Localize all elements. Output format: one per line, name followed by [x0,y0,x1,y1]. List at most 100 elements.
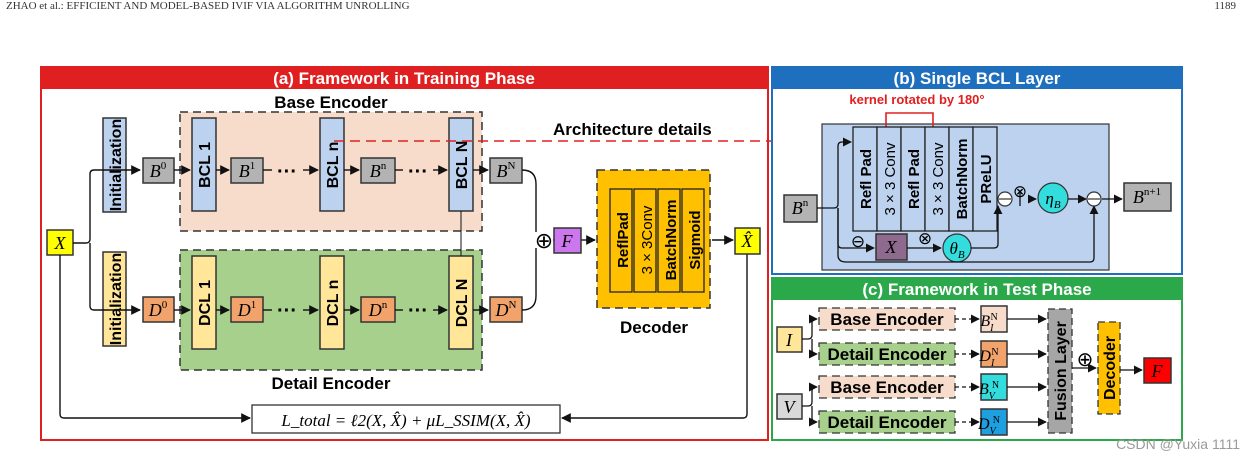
dcl-n-label: DCL n [325,280,342,327]
decoder-layer-1-label: ReflPad [615,212,632,268]
panel-a: (a) Framework in Training Phase Base Enc… [40,66,839,441]
dv-box [980,408,1008,436]
input-x-box [46,229,74,256]
watermark: CSDN @Yuxia 1111 [1116,436,1240,452]
eta-label: ηB [1045,189,1060,211]
dots-base-2: ··· [408,161,428,183]
f-label: F [561,231,574,251]
test-detail-encoder-v-label: Detail Encoder [827,413,946,432]
input-v-label: V [784,397,797,417]
bn-in-label: Bn [792,197,809,218]
bn-label: Bn [370,160,387,181]
input-i-box [776,326,803,353]
page-number: 1189 [1214,0,1236,12]
bcl-layer-5-label: BatchNorm [954,139,971,220]
b0-label: B0 [150,160,167,181]
multiply-node-1: ⊗ [1013,182,1027,201]
bcl-layer-1-label: Refl Pad [858,149,875,209]
di-label: DIN [978,347,998,369]
bn-out-label: Bn+1 [1133,186,1161,207]
panel-a-title-bar [41,67,768,89]
test-decoder-block [1097,321,1121,415]
bcl-layer-3-label: Refl Pad [906,149,923,209]
d0-label: D0 [148,299,168,320]
dcl-n-block [319,255,345,350]
loss-box [251,404,561,434]
subtract-node-3: ⊖ [851,232,865,251]
dv-label: DVN [977,415,1000,437]
decoder-layer-4 [681,188,705,293]
dcl-N-label: DCL N [454,279,471,328]
bcl-layer-3 [900,126,926,232]
dcl-1-label: DCL 1 [197,280,214,326]
init-block-base [102,117,127,213]
test-detail-encoder-i-label: Detail Encoder [827,345,946,364]
f-box [553,227,582,254]
decoder-layer-3-label: BatchNorm [663,200,680,281]
d1-box [230,296,264,323]
bcl-N-label: BCL N [454,141,471,190]
dN-label: DN [495,299,517,320]
bcl-1-label: BCL 1 [197,142,214,188]
dots-base-1: ··· [277,161,297,183]
bcl-layer-4-label: 3 × 3 Conv [930,142,947,215]
bN-label: BN [497,160,516,181]
loss-formula: L_total = ℓ2(X, X̂) + μL_SSIM(X, X̂) [280,411,530,430]
panel-c-title-bar [772,278,1182,300]
decoder-layer-2-label: 3 × 3Conv [639,205,656,274]
bcl-layer-4 [924,126,950,232]
di-box [980,340,1008,368]
running-header-left: ZHAO et al.: EFFICIENT AND MODEL-BASED I… [6,0,410,12]
init-label-base: Initialization [108,119,125,211]
bcl-n-block [319,117,345,212]
input-x-label: X [54,233,67,253]
kernel-note: kernel rotated by 180° [849,92,984,107]
decoder-layer-2 [633,188,657,293]
b1-box [230,157,264,184]
architecture-details-label: Architecture details [553,120,712,139]
sum-operator-a: ⊕ [535,228,553,253]
bcl-1-block [191,117,217,212]
panel-b-title: (b) Single BCL Layer [894,69,1061,88]
theta-label: θB [949,239,964,261]
decoder-layer-3 [657,188,681,293]
bcl-layer-5 [948,126,974,232]
bi-label: BIN [980,312,997,334]
panel-b-title-bar [772,67,1182,89]
bN-box [489,157,523,184]
bcl-x-label: X [885,237,898,257]
dots-detail-1: ··· [277,300,297,322]
bcl-x-box [875,233,908,261]
dots-detail-2: ··· [408,300,428,322]
output-xhat-label: X̂ [741,231,754,251]
detail-encoder-label: Detail Encoder [271,374,390,393]
init-label-detail: Initialization [108,253,125,345]
bn-out-box [1123,182,1172,212]
bcl-n-label: BCL n [325,142,342,189]
panel-a-arrows [59,165,748,423]
bcl-layer-2 [876,126,902,232]
multiply-node-2: ⊗ [918,229,932,248]
output-f-label: F [1151,361,1164,381]
base-encoder-label: Base Encoder [274,93,388,112]
bcl-layer-6 [972,126,998,232]
panel-c-arrows [802,314,1143,427]
output-xhat-box [734,227,761,255]
bv-label: BVN [979,380,999,402]
test-base-encoder-i-label: Base Encoder [830,310,944,329]
decoder-layer-1 [609,188,633,293]
dn-label: Dn [368,299,388,320]
panel-c-title: (c) Framework in Test Phase [862,280,1091,299]
decoder-label: Decoder [620,318,688,337]
b0-box [142,157,175,184]
b1-label: B1 [239,160,256,181]
decoder-layer-4-label: Sigmoid [687,210,704,269]
dcl-N-block [448,255,474,350]
d1-label: D1 [237,299,257,320]
bcl-layers: Refl Pad 3 × 3 Conv Refl Pad 3 × 3 Conv … [852,126,998,232]
init-block-detail [102,251,127,347]
bcl-layer-6-label: PReLU [978,154,995,203]
kernel-bracket [885,112,934,127]
bcl-layer-1 [852,126,878,232]
bcl-layer-2-label: 3 × 3 Conv [882,142,899,215]
